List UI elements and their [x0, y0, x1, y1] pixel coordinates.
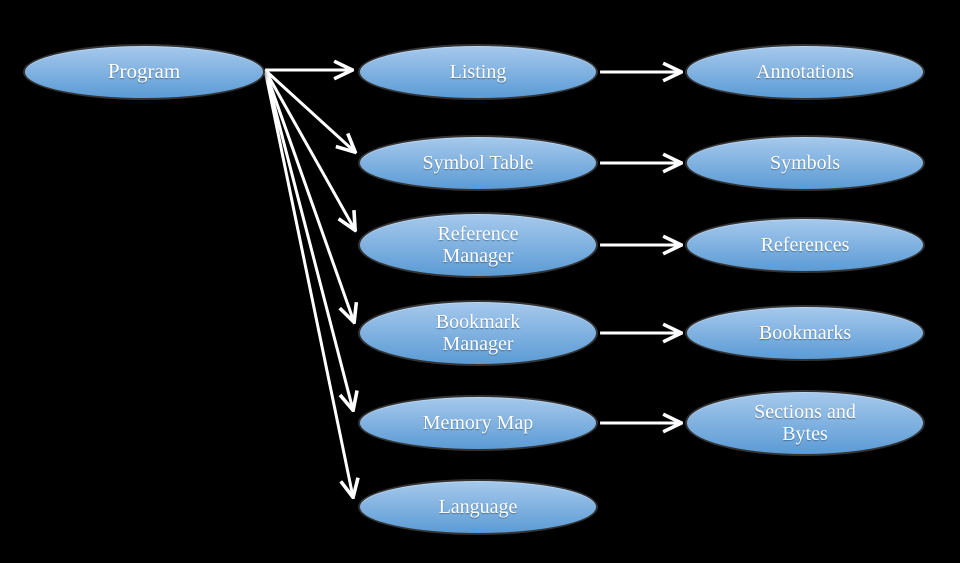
node-sections-and-bytes[interactable]: Sections and Bytes — [685, 390, 925, 456]
node-label-memory-map: Memory Map — [422, 411, 534, 434]
node-label-annotations: Annotations — [756, 60, 854, 83]
node-bookmark-manager[interactable]: Bookmark Manager — [358, 300, 598, 366]
node-label-references: References — [760, 233, 850, 256]
node-annotations[interactable]: Annotations — [685, 44, 925, 100]
node-symbols[interactable]: Symbols — [685, 135, 925, 191]
node-symbol-table[interactable]: Symbol Table — [358, 135, 598, 191]
node-language[interactable]: Language — [358, 479, 598, 535]
node-memory-map[interactable]: Memory Map — [358, 395, 598, 451]
node-references[interactable]: References — [685, 217, 925, 273]
node-label-sections-and-bytes: Sections and Bytes — [754, 400, 856, 445]
node-label-bookmark-manager: Bookmark Manager — [435, 310, 521, 355]
node-label-language: Language — [438, 495, 518, 518]
node-label-bookmarks: Bookmarks — [758, 321, 852, 344]
node-bookmarks[interactable]: Bookmarks — [685, 305, 925, 361]
node-listing[interactable]: Listing — [358, 44, 598, 100]
node-label-symbols: Symbols — [769, 151, 841, 174]
node-label-program: Program — [107, 59, 181, 84]
node-label-symbol-table: Symbol Table — [422, 151, 534, 174]
node-reference-manager[interactable]: Reference Manager — [358, 212, 598, 278]
node-label-reference-manager: Reference Manager — [437, 222, 519, 267]
node-label-listing: Listing — [449, 60, 507, 83]
node-program[interactable]: Program — [23, 44, 265, 100]
